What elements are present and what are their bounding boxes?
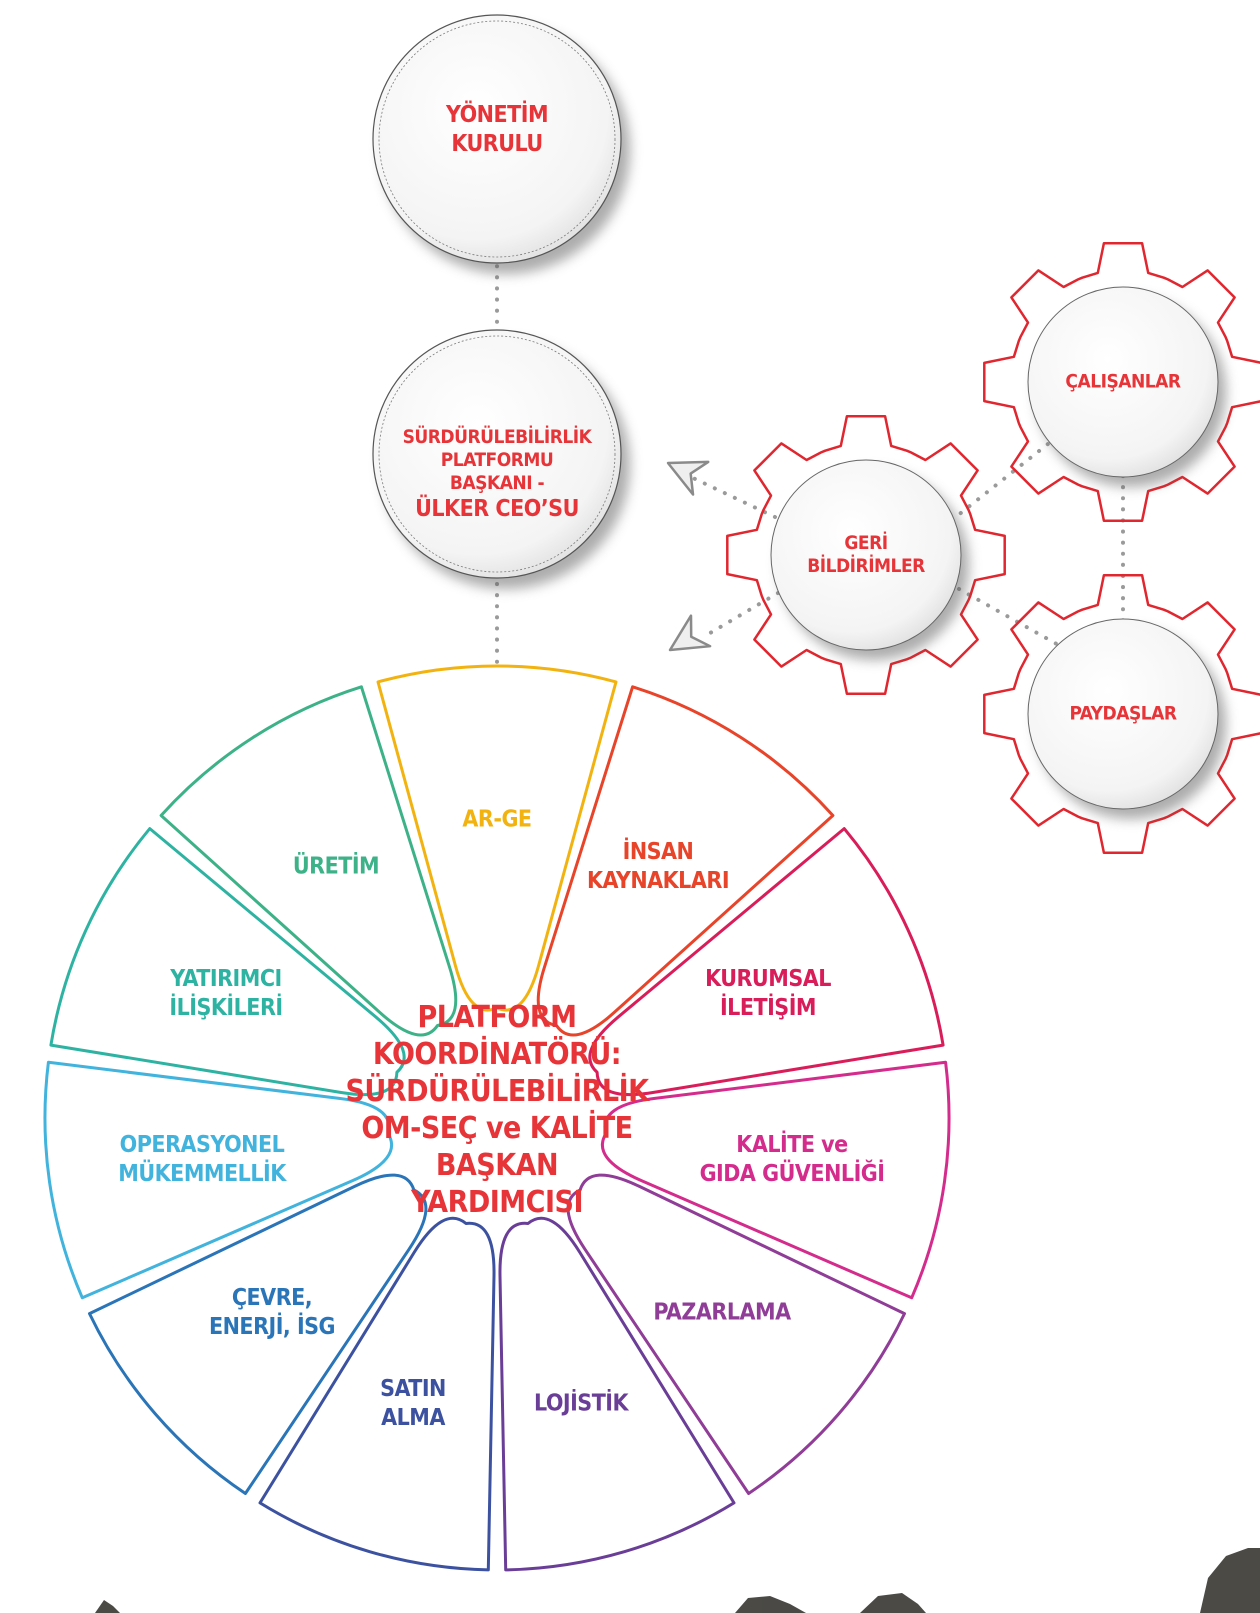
connector-feedback-arrow-upper	[691, 476, 777, 519]
wheel-segment-label-line1: ÜRETİM	[292, 853, 380, 880]
wheel-segment-label-line2: GIDA GÜVENLİĞİ	[699, 1161, 885, 1187]
wheel-segment	[159, 685, 458, 1037]
wheel-segment-label: YATIRIMCI İLİŞKİLERİ	[169, 965, 283, 1023]
gear-feedback	[726, 415, 1006, 695]
background-rocks	[95, 1548, 1260, 1613]
gear-stakeholders	[983, 574, 1260, 854]
wheel-segment-label-line1: OPERASYONEL	[119, 1132, 285, 1158]
node-chair-label: SÜRDÜRÜLEBİLİRLİK PLATFORMU BAŞKANI - ÜL…	[402, 426, 592, 522]
wheel-segment-label-line1: KURUMSAL	[705, 966, 831, 992]
wheel-segment-label-line1: ÇEVRE,	[231, 1285, 313, 1311]
wheel-segment	[536, 685, 835, 1037]
connector-feedback-employees	[950, 434, 1060, 522]
wheel-segment	[588, 827, 945, 1097]
wheel-center-label: PLATFORM KOORDİNATÖRÜ: SÜRDÜRÜLEBİLİRLİK…	[345, 1000, 649, 1220]
node-board-label: YÖNETİM KURULU	[445, 102, 549, 157]
wheel-segment	[49, 827, 406, 1097]
gear-stakeholders-ball	[1027, 618, 1219, 810]
wheel-segment-label-line1: SATIN	[380, 1376, 446, 1402]
gear-stakeholders-label: PAYDAŞLAR	[1069, 702, 1177, 725]
gear-feedback-label: GERİ BİLDİRİMLER	[807, 532, 925, 577]
wheel-segment-label-line2: ENERJİ, İSG	[208, 1314, 336, 1340]
wheel-segment-label: ÜRETİM	[292, 853, 380, 882]
wheel-segment-label: AR-GE	[462, 806, 532, 835]
wheel-segment	[566, 1173, 906, 1495]
wheel-segment-label-line2: İLETİŞİM	[719, 995, 817, 1021]
node-board	[372, 14, 630, 274]
wheel-segment-label-line1: YATIRIMCI	[170, 966, 282, 992]
wheel-segment-label-line2: KAYNAKLARI	[586, 868, 730, 894]
wheel-segment-label-line1: LOJİSTİK	[533, 1390, 629, 1417]
wheel-segment	[498, 1216, 736, 1572]
gear-employees	[983, 242, 1260, 522]
wheel-segment-label-line2: ALMA	[381, 1405, 445, 1431]
wheel-segment-label: İNSAN KAYNAKLARI	[586, 838, 730, 896]
gear-group	[726, 242, 1260, 854]
wheel-segment-label: SATIN ALMA	[380, 1375, 446, 1433]
wheel-segment	[258, 1216, 496, 1572]
wheel-segment-label-line2: İLİŞKİLERİ	[169, 995, 283, 1021]
gear-employees-outline	[983, 242, 1260, 522]
wheel-segment	[43, 1060, 394, 1300]
wheel-segment-label: KURUMSAL İLETİŞİM	[705, 965, 831, 1023]
wheel-segment-label: KALİTE ve GIDA GÜVENLİĞİ	[700, 1131, 885, 1189]
wheel-segment-label: LOJİSTİK	[533, 1390, 629, 1419]
connector-feedback-stakeholders	[957, 587, 1064, 649]
wheel-segment-label-line1: KALİTE ve	[736, 1132, 848, 1158]
gear-employees-ball	[1027, 286, 1219, 478]
department-wheel	[43, 664, 951, 1572]
gear-feedback-ball	[770, 459, 962, 651]
arrowhead-upper	[666, 460, 710, 496]
wheel-segment	[88, 1173, 428, 1495]
connector-feedback-arrow-lower	[703, 591, 780, 638]
wheel-segment-label: PAZARLAMA	[653, 1299, 791, 1328]
wheel-segment	[376, 664, 618, 1012]
wheel-segment-label: OPERASYONEL MÜKEMMELLİK	[118, 1131, 286, 1189]
gear-employees-label: ÇALIŞANLAR	[1065, 370, 1181, 393]
wheel-segment-label-line2: MÜKEMMELLİK	[118, 1161, 286, 1187]
arrowhead-lower	[668, 614, 712, 652]
wheel-segment	[600, 1060, 951, 1300]
wheel-segment-label-line1: PAZARLAMA	[653, 1299, 791, 1326]
gear-stakeholders-outline	[983, 574, 1260, 854]
gear-feedback-outline	[726, 415, 1006, 695]
wheel-segment-label-line1: AR-GE	[462, 806, 532, 833]
node-chair	[372, 329, 630, 589]
wheel-segment-label-line1: İNSAN	[622, 839, 694, 865]
wheel-segment-label: ÇEVRE, ENERJİ, İSG	[208, 1284, 336, 1342]
